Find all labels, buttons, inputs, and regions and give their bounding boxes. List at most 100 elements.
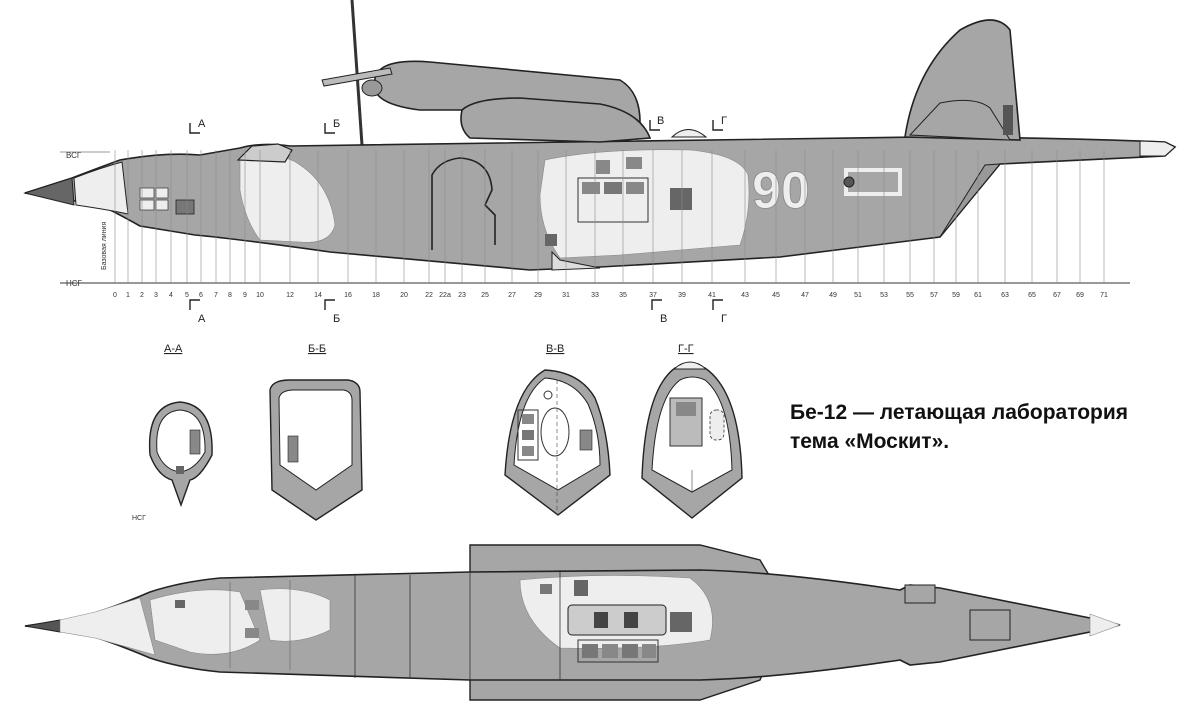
top-lab-rack-1 bbox=[574, 580, 588, 596]
frame-label: 16 bbox=[344, 292, 352, 299]
frame-label: 55 bbox=[906, 292, 914, 299]
lab-rack-2 bbox=[582, 182, 600, 194]
frame-label: 37 bbox=[649, 292, 657, 299]
top-lab-console bbox=[567, 604, 667, 636]
top-seat-front-1 bbox=[245, 600, 259, 610]
hull-step bbox=[551, 250, 601, 271]
frame-label: 39 bbox=[678, 292, 686, 299]
aircraft-number: 90 bbox=[752, 162, 810, 220]
frame-label: 4 bbox=[169, 292, 173, 299]
frame-label: 6 bbox=[199, 292, 203, 299]
top-lab-seat-2 bbox=[624, 612, 638, 628]
cut-mark-g-top: Г bbox=[712, 115, 727, 131]
frame-label: 31 bbox=[562, 292, 570, 299]
cut-mark-a-top: А bbox=[189, 118, 206, 134]
section-label-g: Г-Г bbox=[678, 343, 694, 355]
top-seat-front-2 bbox=[245, 628, 259, 638]
nose-window-4 bbox=[155, 199, 169, 211]
frame-label: 27 bbox=[508, 292, 516, 299]
frame-label: 41 bbox=[708, 292, 716, 299]
frame-label: 61 bbox=[974, 292, 982, 299]
camo-patch-lab bbox=[539, 149, 750, 259]
frame-label: 18 bbox=[372, 292, 380, 299]
lab-rack-6 bbox=[626, 157, 642, 169]
frame-label: 10 bbox=[256, 292, 264, 299]
cut-mark-a-top-label: А bbox=[198, 118, 206, 130]
frame-label: 1 bbox=[126, 292, 130, 299]
tail-wedge bbox=[939, 163, 1002, 238]
cut-mark-a-bottom-label: А bbox=[198, 313, 206, 325]
cut-mark-a-bottom: А bbox=[189, 299, 206, 325]
top-camo-light-4 bbox=[1089, 613, 1121, 637]
frame-label: 25 bbox=[481, 292, 489, 299]
frame-label: 14 bbox=[314, 292, 322, 299]
frame-label: 49 bbox=[829, 292, 837, 299]
porthole bbox=[843, 176, 855, 188]
astrodome bbox=[670, 129, 708, 138]
cut-mark-g-top-label: Г bbox=[721, 115, 727, 127]
frame-label: 22 bbox=[425, 292, 433, 299]
top-lab-rack-2 bbox=[540, 584, 552, 594]
frame-label: 12 bbox=[286, 292, 294, 299]
lab-rack-7 bbox=[670, 188, 692, 210]
top-tailplane-2 bbox=[969, 609, 1011, 641]
cut-mark-v-top: В bbox=[649, 115, 664, 131]
bottom-ref-label: НСГ bbox=[66, 279, 83, 288]
lab-rack-1 bbox=[577, 177, 649, 223]
spinner bbox=[361, 79, 383, 97]
cut-mark-g-bottom: Г bbox=[712, 299, 727, 325]
top-ref-label: ВСГ bbox=[66, 151, 82, 160]
section-label-a: А-А bbox=[164, 343, 183, 355]
side-hatch bbox=[431, 157, 496, 250]
top-view bbox=[24, 544, 1121, 701]
frame-label: 35 bbox=[619, 292, 627, 299]
section-label-b: Б-Б bbox=[308, 343, 326, 355]
frame-label: 20 bbox=[400, 292, 408, 299]
frame-label: 2 bbox=[140, 292, 144, 299]
lab-rack-3 bbox=[604, 182, 622, 194]
nose-window-3 bbox=[139, 199, 155, 211]
frame-label: 43 bbox=[741, 292, 749, 299]
frame-label: 67 bbox=[1053, 292, 1061, 299]
cut-mark-v-bottom-label: В bbox=[660, 313, 667, 325]
cut-mark-b-top: Б bbox=[324, 118, 340, 134]
frame-label: 65 bbox=[1028, 292, 1036, 299]
cut-mark-v-bottom: В bbox=[651, 299, 667, 325]
baseline-label: Базовая линия bbox=[101, 222, 108, 270]
frame-label: 69 bbox=[1076, 292, 1084, 299]
top-nose-seat bbox=[175, 600, 185, 608]
nose-window-2 bbox=[155, 187, 169, 199]
top-lab-rack-4 bbox=[577, 639, 659, 663]
top-camo-light-2 bbox=[259, 588, 331, 642]
frame-label: 3 bbox=[154, 292, 158, 299]
tail-cone-tip bbox=[1139, 140, 1176, 157]
frame-label: 45 bbox=[772, 292, 780, 299]
section-bottom-ref: НСГ bbox=[132, 515, 146, 522]
section-b-b bbox=[269, 379, 363, 521]
cut-mark-g-bottom-label: Г bbox=[721, 313, 727, 325]
frame-label: 47 bbox=[801, 292, 809, 299]
top-nose-glazing bbox=[59, 597, 156, 656]
frame-label: 29 bbox=[534, 292, 542, 299]
antenna-mast bbox=[350, 0, 364, 146]
cockpit-canopy bbox=[236, 143, 293, 163]
caption-line-1: Бе-12 — летающая лаборатория bbox=[790, 401, 1129, 424]
frame-label: 8 bbox=[228, 292, 232, 299]
nose-window-1 bbox=[139, 187, 155, 199]
frame-label: 57 bbox=[930, 292, 938, 299]
frame-label: 33 bbox=[591, 292, 599, 299]
frame-label: 7 bbox=[214, 292, 218, 299]
cut-mark-v-top-label: В bbox=[657, 115, 664, 127]
tail-fillet bbox=[908, 99, 1011, 141]
lab-rack-5 bbox=[596, 160, 610, 174]
frame-label: 22а bbox=[439, 292, 451, 299]
top-nose-cone bbox=[24, 619, 61, 633]
frame-label: 51 bbox=[854, 292, 862, 299]
nose-glazing bbox=[73, 161, 129, 215]
top-lab-seat-1 bbox=[594, 612, 608, 628]
cut-mark-b-bottom-label: Б bbox=[333, 313, 340, 325]
